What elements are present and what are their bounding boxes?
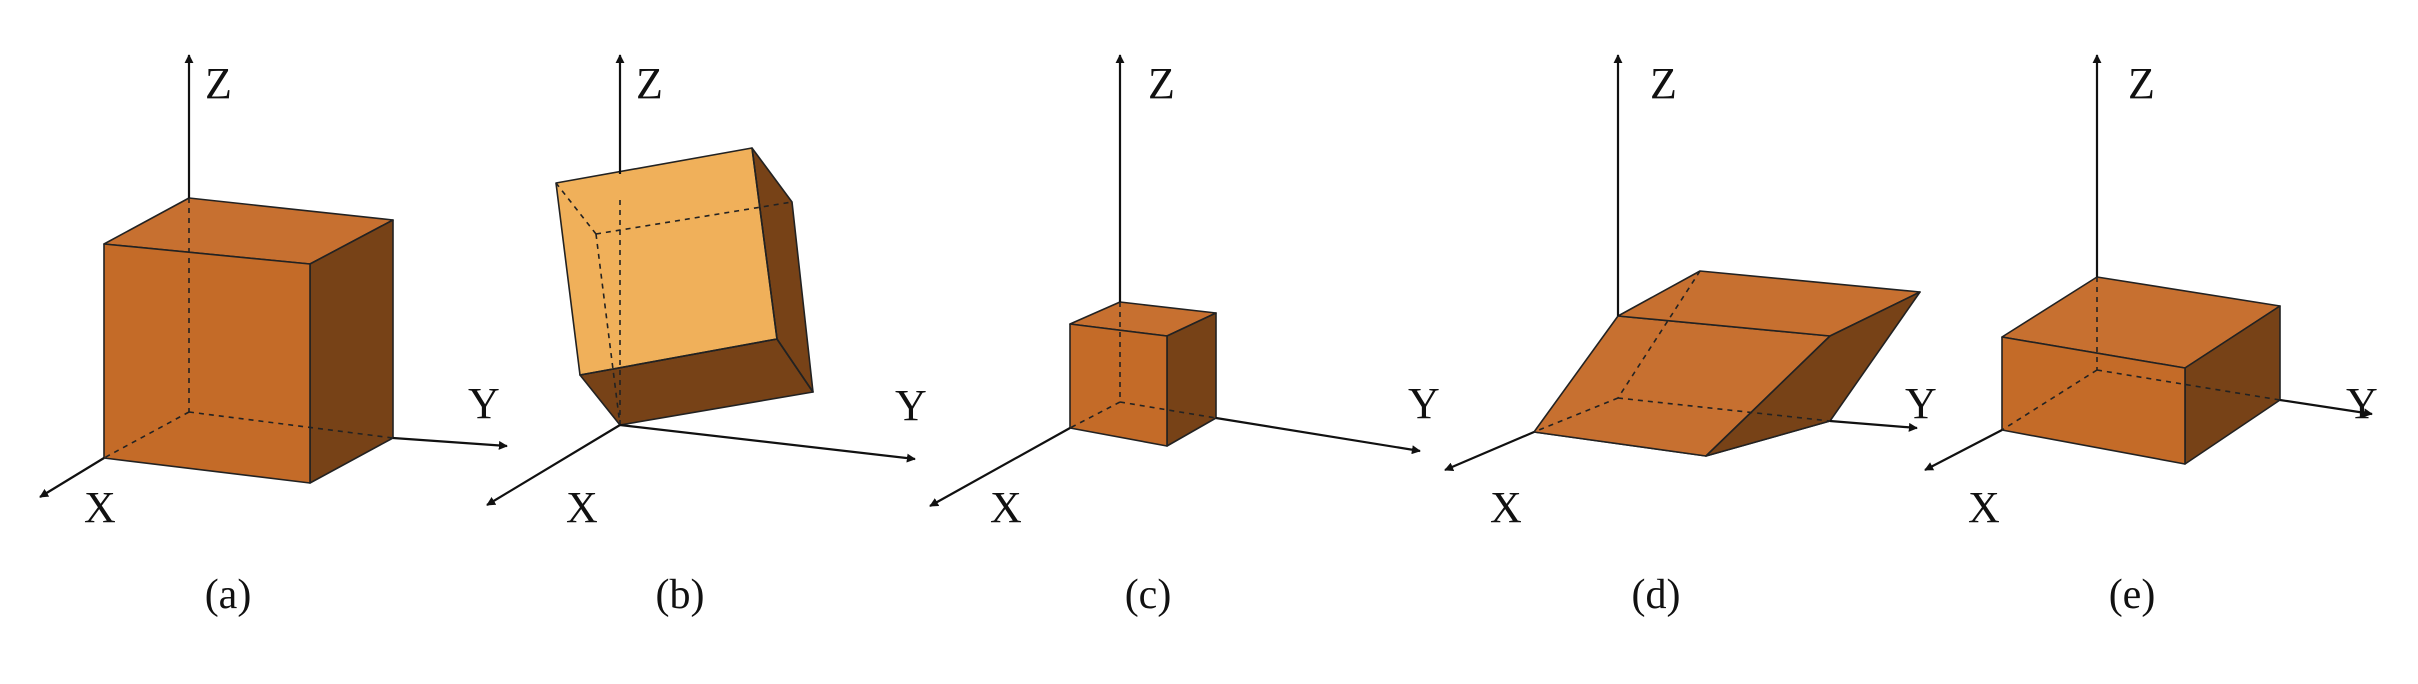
y-axis-label: Y <box>1408 379 1440 428</box>
panel-c: Z Y X (c) <box>929 54 1440 618</box>
cube-front-face <box>103 243 311 484</box>
cube-side-face <box>1166 312 1217 447</box>
hidden-edge <box>1119 401 1217 419</box>
z-axis-label: Z <box>205 59 232 108</box>
hidden-edge <box>595 201 793 235</box>
cube-scaled-down <box>1069 301 1217 447</box>
hidden-edge <box>555 182 597 235</box>
cube-front-face <box>2001 336 2186 465</box>
x-axis-label: X <box>1490 483 1522 532</box>
panel-caption: (e) <box>2109 572 2156 618</box>
axes <box>929 54 1421 507</box>
y-axis <box>392 436 508 450</box>
x-axis <box>486 424 621 506</box>
cube-front-face <box>1069 323 1168 447</box>
z-axis-label: Z <box>2128 59 2155 108</box>
x-axis <box>929 427 1071 507</box>
y-axis <box>1829 419 1918 432</box>
y-axis <box>619 423 916 463</box>
hidden-edge <box>2001 369 2098 431</box>
x-axis-label: X <box>990 483 1022 532</box>
panel-b: Z Y X (b) <box>486 54 927 618</box>
x-axis-label: X <box>84 483 116 532</box>
hidden-edge <box>2096 369 2281 401</box>
x-axis-label: X <box>1968 483 2000 532</box>
axes <box>486 54 916 506</box>
panel-e: Z Y X (e) <box>1924 54 2378 618</box>
y-axis-label: Y <box>1905 379 1937 428</box>
inner-edge <box>776 338 814 393</box>
panel-caption: (d) <box>1632 572 1681 618</box>
x-axis-label: X <box>566 483 598 532</box>
hidden-edge <box>103 411 190 459</box>
axes <box>1444 54 1918 472</box>
y-axis-label: Y <box>2346 379 2378 428</box>
z-axis-label: Z <box>636 59 663 108</box>
z-axis-label: Z <box>1148 59 1175 108</box>
panel-caption: (c) <box>1125 572 1172 618</box>
inner-edge <box>579 338 778 376</box>
panel-d: Z Y X (d) <box>1444 54 1937 618</box>
cube-front-face <box>555 147 778 376</box>
panel-a: Z Y X (a) <box>39 54 508 618</box>
axes <box>39 54 508 498</box>
x-axis <box>1924 429 2003 471</box>
y-axis-label: Y <box>468 379 500 428</box>
hidden-edge <box>188 411 394 439</box>
x-axis <box>1444 430 1535 472</box>
cube-original <box>103 197 394 484</box>
cube-flattened <box>2001 276 2281 465</box>
z-axis-label: Z <box>1650 59 1677 108</box>
cube-sheared <box>1533 270 1921 457</box>
inner-edge <box>751 147 778 340</box>
hidden-edge <box>595 233 621 426</box>
y-axis-label: Y <box>895 381 927 430</box>
panel-caption: (a) <box>205 572 252 618</box>
panel-caption: (b) <box>656 572 705 618</box>
cube-side-face <box>309 219 394 484</box>
cube-rotated <box>555 147 814 426</box>
y-axis <box>2279 398 2373 418</box>
axes <box>1924 54 2373 471</box>
x-axis <box>39 457 105 498</box>
y-axis <box>1215 416 1421 455</box>
